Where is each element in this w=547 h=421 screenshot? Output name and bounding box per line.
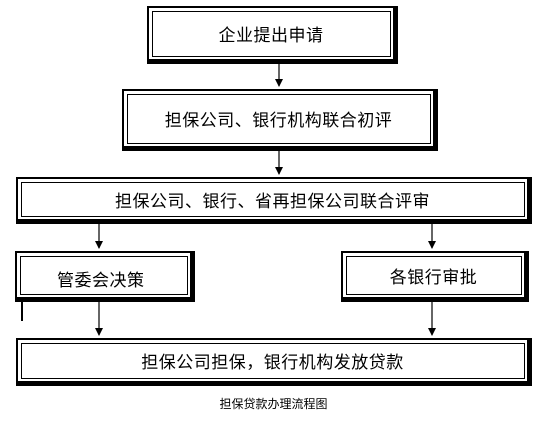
node-label: 各银行审批 <box>389 267 478 288</box>
node-guarantee-and-loan: 担保公司担保，银行机构发放贷款 <box>16 338 532 386</box>
diagram-caption: 担保贷款办理流程图 <box>219 397 328 411</box>
cursor-mark <box>21 301 23 321</box>
node-label: 管委会决策 <box>57 271 145 291</box>
node-label: 企业提出申请 <box>218 26 324 46</box>
node-submit-application: 企业提出申请 <box>147 6 398 64</box>
node-joint-review: 担保公司、银行、省再担保公司联合评审 <box>16 177 532 224</box>
node-label: 担保公司、银行、省再担保公司联合评审 <box>115 191 430 212</box>
node-bank-approval: 各银行审批 <box>341 251 529 302</box>
node-label: 担保公司、银行机构联合初评 <box>164 111 393 131</box>
node-committee-decision: 管委会决策 <box>15 251 195 302</box>
node-label: 担保公司担保，银行机构发放贷款 <box>141 353 404 373</box>
node-preliminary-review: 担保公司、银行机构联合初评 <box>122 89 438 151</box>
